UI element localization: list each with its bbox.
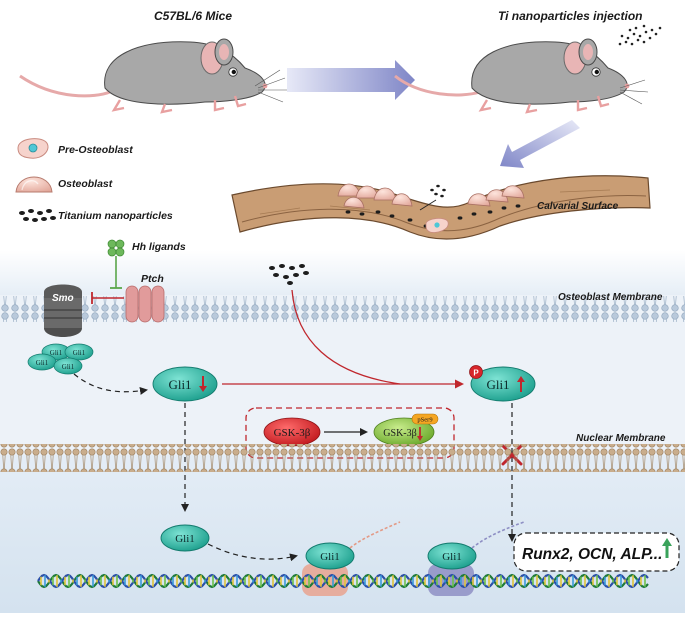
gli1-cluster-text-4: Gli1	[62, 363, 75, 371]
gli1-to-dna-arrow	[207, 543, 298, 562]
diagonal-arrow	[500, 120, 580, 168]
target-genes-text: Runx2, OCN, ALP...	[522, 546, 662, 563]
calvarial-pre-osteoblast	[425, 218, 449, 233]
mouse-left	[19, 38, 287, 114]
legend-pre-osteoblast-icon	[17, 138, 49, 159]
gli1-cytoplasm-left-text: Gli1	[168, 377, 191, 392]
osteoblast-membrane	[0, 296, 685, 322]
legend-titanium-label: Titanium nanoparticles	[58, 210, 173, 222]
gli1-cytoplasm-right-text: Gli1	[486, 377, 509, 392]
gli1-nucleus	[160, 524, 210, 552]
calvarial-bone	[231, 175, 651, 240]
ptch-label: Ptch	[141, 273, 164, 285]
calvarial-surface-label: Calvarial Surface	[537, 201, 619, 212]
hh-ligands-label: Hh ligands	[132, 241, 186, 253]
up-arrow-right-head	[517, 376, 525, 382]
legend-titanium-icon	[19, 209, 56, 222]
smo-receptor	[44, 284, 82, 337]
pser9-badge-text: pSer9	[417, 417, 432, 424]
down-arrow-left-head	[199, 386, 207, 392]
titanium-effect-curve	[291, 289, 401, 385]
cyto-titanium-particles	[269, 264, 309, 285]
gsk3b-inactive-text: GSK-3β	[383, 428, 416, 439]
cluster-to-gli1-arrow	[73, 373, 148, 395]
gli1-cluster-text-3: Gli1	[36, 359, 49, 367]
gli1-dna-right	[427, 542, 477, 570]
gli1-dna-right-text: Gli1	[442, 551, 462, 563]
cytoplasm-top-fade	[0, 250, 685, 295]
phospho-badge-text: P	[473, 369, 479, 378]
pser9-badge	[411, 413, 439, 425]
smo-label: Smo	[52, 293, 74, 304]
mouse-right	[394, 24, 662, 114]
transcript-right	[471, 521, 525, 549]
gsk3b-active-text: GSK-3β	[274, 427, 311, 439]
transcript-left	[349, 521, 401, 549]
dna-helix	[37, 573, 649, 589]
gli1-cluster-text-1: Gli1	[50, 349, 63, 357]
gli1-cytoplasm-left	[152, 366, 218, 402]
nuclear-membrane	[0, 444, 685, 472]
gli1-dna-left	[305, 542, 355, 570]
calvarial-particles	[345, 184, 521, 228]
particle-uptake-arrow	[419, 199, 437, 211]
osteoblast-membrane-label: Osteoblast Membrane	[558, 292, 663, 303]
gli1-cluster-text-2: Gli1	[73, 349, 86, 357]
mouse-left-label: C57BL/6 Mice	[154, 9, 232, 23]
gli1-dna-left-text: Gli1	[320, 551, 340, 563]
target-up-arrow-head	[662, 538, 672, 546]
gli1-cytoplasm-right	[470, 366, 536, 402]
ptch-receptor	[125, 285, 165, 323]
legend-osteoblast-icon	[15, 176, 53, 193]
mouse-right-label: Ti nanoparticles injection	[498, 9, 642, 23]
gli1-nucleus-text: Gli1	[175, 533, 195, 545]
transcription-complex-right	[428, 564, 474, 596]
hh-ligand-icon	[107, 239, 125, 289]
progression-arrow	[287, 60, 415, 100]
legend-osteoblast-label: Osteoblast	[58, 178, 113, 190]
legend-pre-osteoblast-label: Pre-Osteoblast	[58, 144, 133, 156]
calvarial-osteoblasts	[337, 183, 525, 209]
nuclear-membrane-label: Nuclear Membrane	[576, 433, 666, 444]
target-genes-box	[513, 532, 680, 572]
phospho-badge	[469, 365, 483, 379]
gli1-cluster	[27, 343, 94, 375]
gsk-down-arrow-head	[417, 436, 423, 441]
